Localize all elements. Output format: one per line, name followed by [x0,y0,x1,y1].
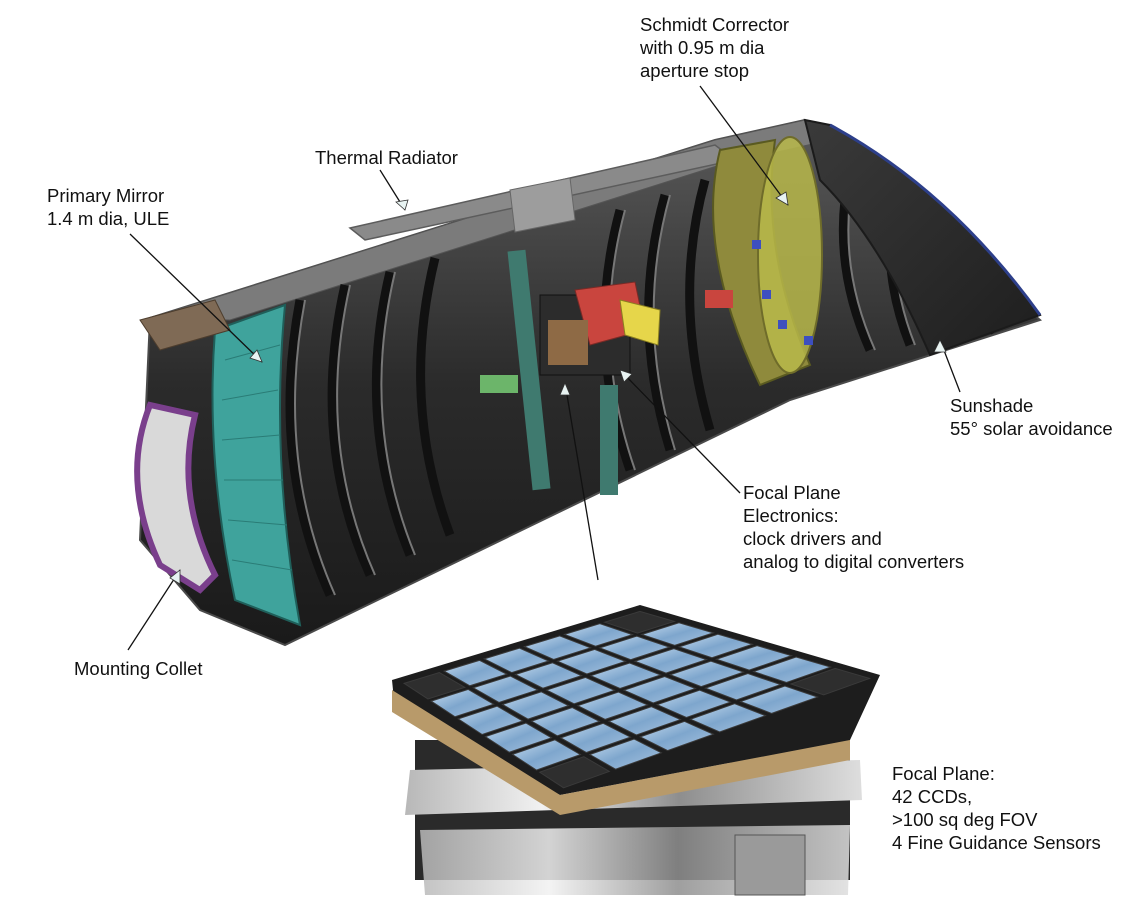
sunshade-label-line: 55° solar avoidance [950,418,1113,439]
ccd-tile [559,722,632,754]
ccd-tile [589,662,662,689]
sunshade [803,118,1042,357]
ccd-tile [556,648,627,675]
ccd-tile [633,648,709,674]
focal-plane-electronics-label: Focal Plane Electronics: clock drivers a… [743,481,964,573]
ccd-tile [576,691,649,720]
primary-label-line: Primary Mirror [47,185,165,206]
ccd-tile [640,622,716,646]
ccd-tile [752,656,833,683]
fine-guidance-sensor-tile [538,756,611,789]
arrow-heads [169,191,947,585]
ccd-tile [588,738,663,770]
sunshade-label: Sunshade 55° solar avoidance [950,394,1113,440]
ccd-tile [530,706,601,737]
ccd-tile [703,673,783,701]
schmidt-label-line: aperture stop [640,60,750,81]
ccd-tile [501,691,570,720]
ccd-tile [668,660,746,688]
ccd-tile [429,688,495,718]
radiator-label-line: Thermal Radiator [315,147,458,168]
collet-label-line: Mounting Collet [74,658,203,679]
fpe-label-line: analog to digital converters [743,551,965,572]
ccd-tile [739,685,820,714]
focal-label-line: >100 sq deg FOV [892,809,1038,830]
ccd-tile [607,706,682,736]
focal-label-line: 42 CCDs, [892,786,973,807]
ccd-tile [638,720,715,752]
ccd-grid [402,610,872,789]
fine-guidance-sensor-tile [402,672,467,700]
ccd-tile [442,659,508,687]
focal-label-line: 4 Fine Guidance Sensors [892,832,1101,853]
ccd-tile [714,645,794,671]
primary-mirror [211,303,302,627]
primary-mirror-label: Primary Mirror 1.4 m dia, ULE [47,184,169,230]
ccd-tile [545,676,616,705]
ccd-tile [622,676,697,704]
fpe-label-line: clock drivers and [743,528,882,549]
ccd-tile [482,647,550,674]
ccd-tile [562,623,635,647]
mounting-collet-label: Mounting Collet [74,657,203,680]
schmidt-corrector-label: Schmidt Corrector with 0.95 m dia apertu… [640,13,789,82]
primary-label-line: 1.4 m dia, ULE [47,208,170,229]
ccd-tile [472,675,539,704]
focal-plane-label: Focal Plane: 42 CCDs, >100 sq deg FOV 4 … [892,762,1101,854]
mounting-collet [134,299,231,594]
fpe-label-line: Electronics: [743,505,839,526]
ccd-tile [514,662,583,689]
focal-plane-electronics [480,249,661,495]
ccd-tile [511,739,582,771]
ccd-tile [522,635,592,660]
schmidt-label-line: with 0.95 m dia [640,37,765,58]
schmidt-corrector [705,136,823,387]
ccd-tile [655,689,732,719]
fine-guidance-sensor-tile [789,667,872,696]
sunshade-label-line: Sunshade [950,395,1034,416]
ccd-tile [457,705,524,736]
focal-label-line: Focal Plane: [892,763,995,784]
ccd-tile [677,633,755,659]
fine-guidance-sensor-tile [602,610,677,634]
ccd-tile [689,703,767,733]
ccd-tile [484,722,553,753]
schmidt-label-line: Schmidt Corrector [640,14,790,35]
ccd-tile [598,635,672,661]
fpe-label-line: Focal Plane [743,482,841,503]
thermal-radiator-label: Thermal Radiator [315,146,458,169]
